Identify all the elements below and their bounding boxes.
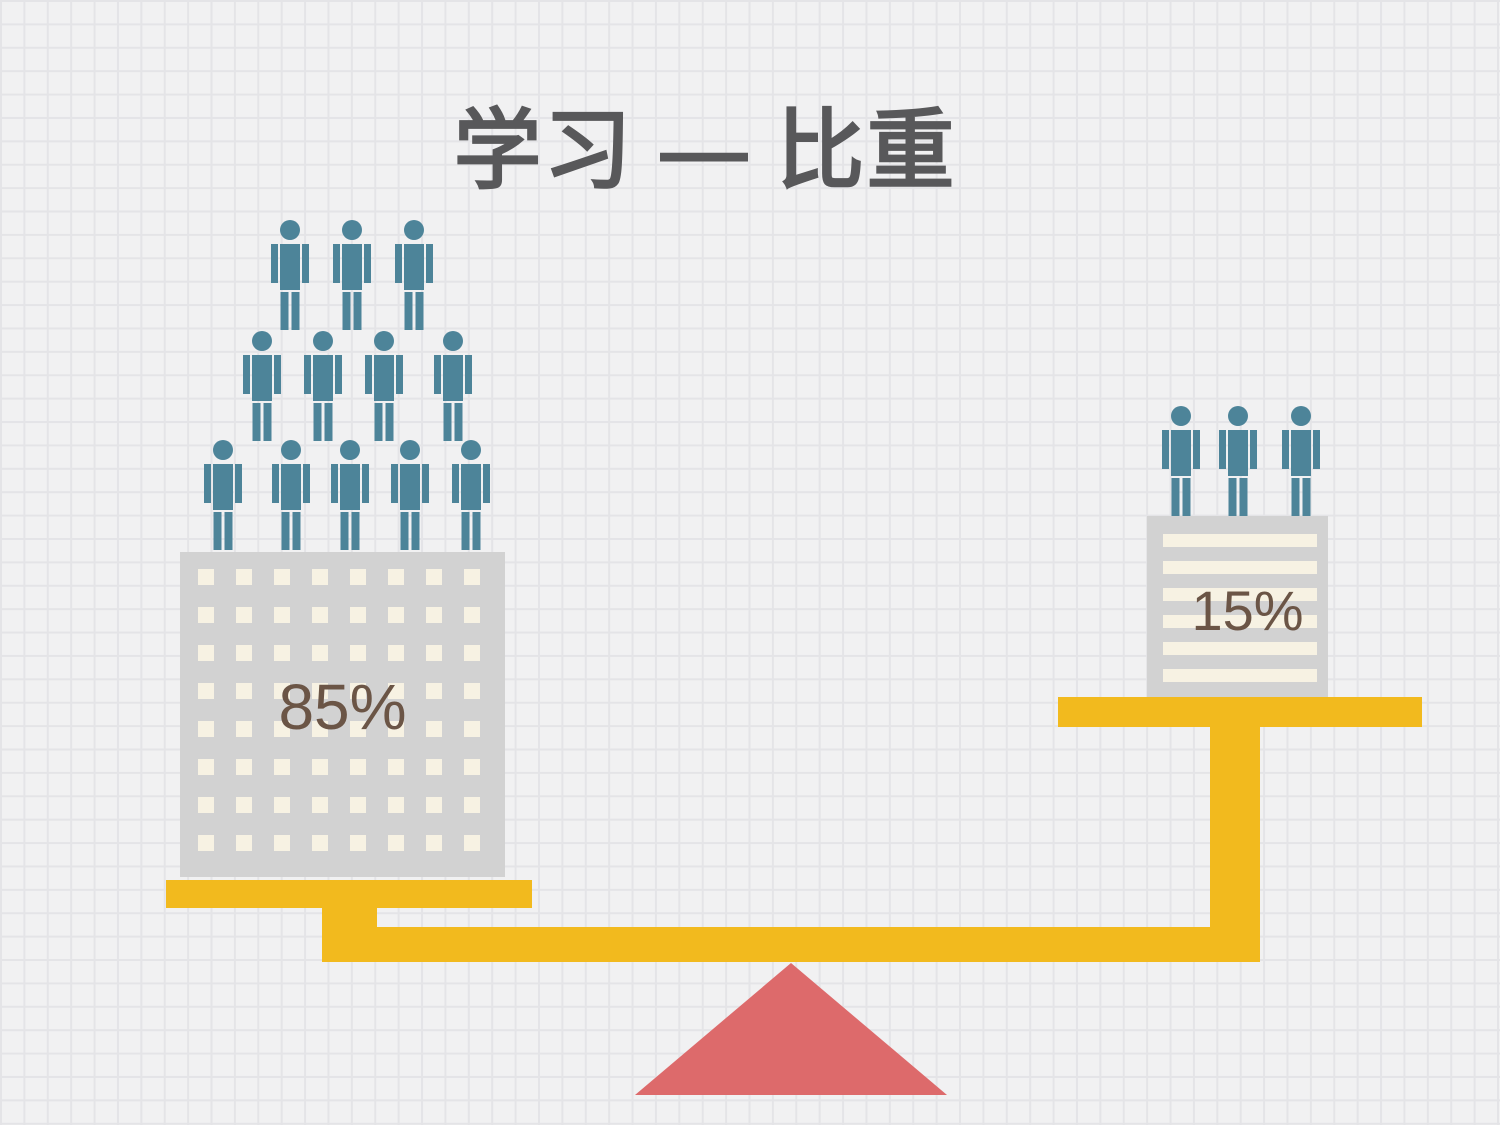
balance-beam bbox=[377, 927, 1260, 962]
person-icon bbox=[331, 440, 369, 550]
left-scale-stem bbox=[322, 908, 377, 962]
person-icon bbox=[391, 440, 429, 550]
person-icon bbox=[1162, 406, 1200, 516]
person-icon bbox=[1282, 406, 1320, 516]
right-weight-block: 15% bbox=[1147, 516, 1328, 697]
person-icon bbox=[271, 220, 309, 330]
left-weight-block: 85% bbox=[180, 552, 505, 877]
person-icon bbox=[272, 440, 310, 550]
right-weight-label: 15% bbox=[1191, 578, 1304, 642]
fulcrum-triangle bbox=[635, 963, 947, 1095]
slide-title: 学习 — 比重 bbox=[453, 101, 957, 200]
right-scale-pan bbox=[1058, 697, 1422, 727]
person-icon bbox=[1219, 406, 1257, 516]
person-icon bbox=[365, 331, 403, 441]
right-scale-stem bbox=[1210, 727, 1260, 962]
person-icon bbox=[434, 331, 472, 441]
person-icon bbox=[304, 331, 342, 441]
person-icon bbox=[243, 331, 281, 441]
left-weight-label: 85% bbox=[278, 670, 407, 743]
left-scale-pan bbox=[166, 880, 532, 908]
person-icon bbox=[333, 220, 371, 330]
person-icon bbox=[395, 220, 433, 330]
person-icon bbox=[204, 440, 242, 550]
right-block-stripe-pattern bbox=[1163, 534, 1317, 682]
left-block-window-pattern bbox=[180, 552, 500, 872]
person-icon bbox=[452, 440, 490, 550]
